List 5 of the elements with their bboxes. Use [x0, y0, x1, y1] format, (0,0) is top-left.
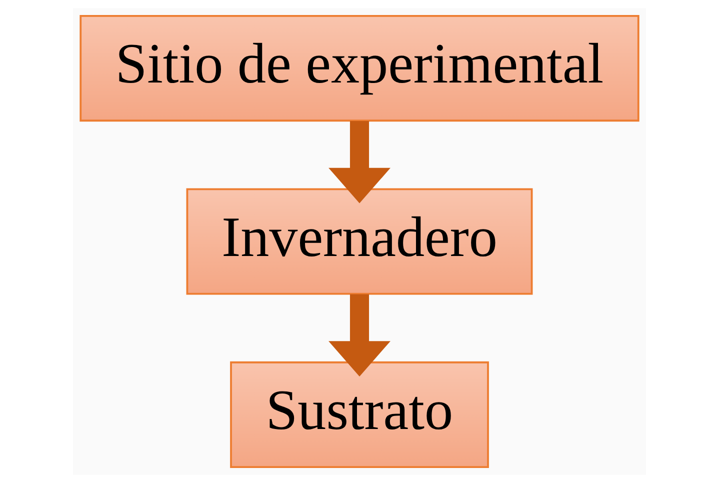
- arrow: [328, 294, 390, 376]
- node-box: Sitio de experimental: [79, 14, 639, 122]
- node-box: Sustrato: [230, 361, 488, 468]
- node-box: Invernadero: [186, 188, 532, 295]
- arrow: [328, 121, 390, 204]
